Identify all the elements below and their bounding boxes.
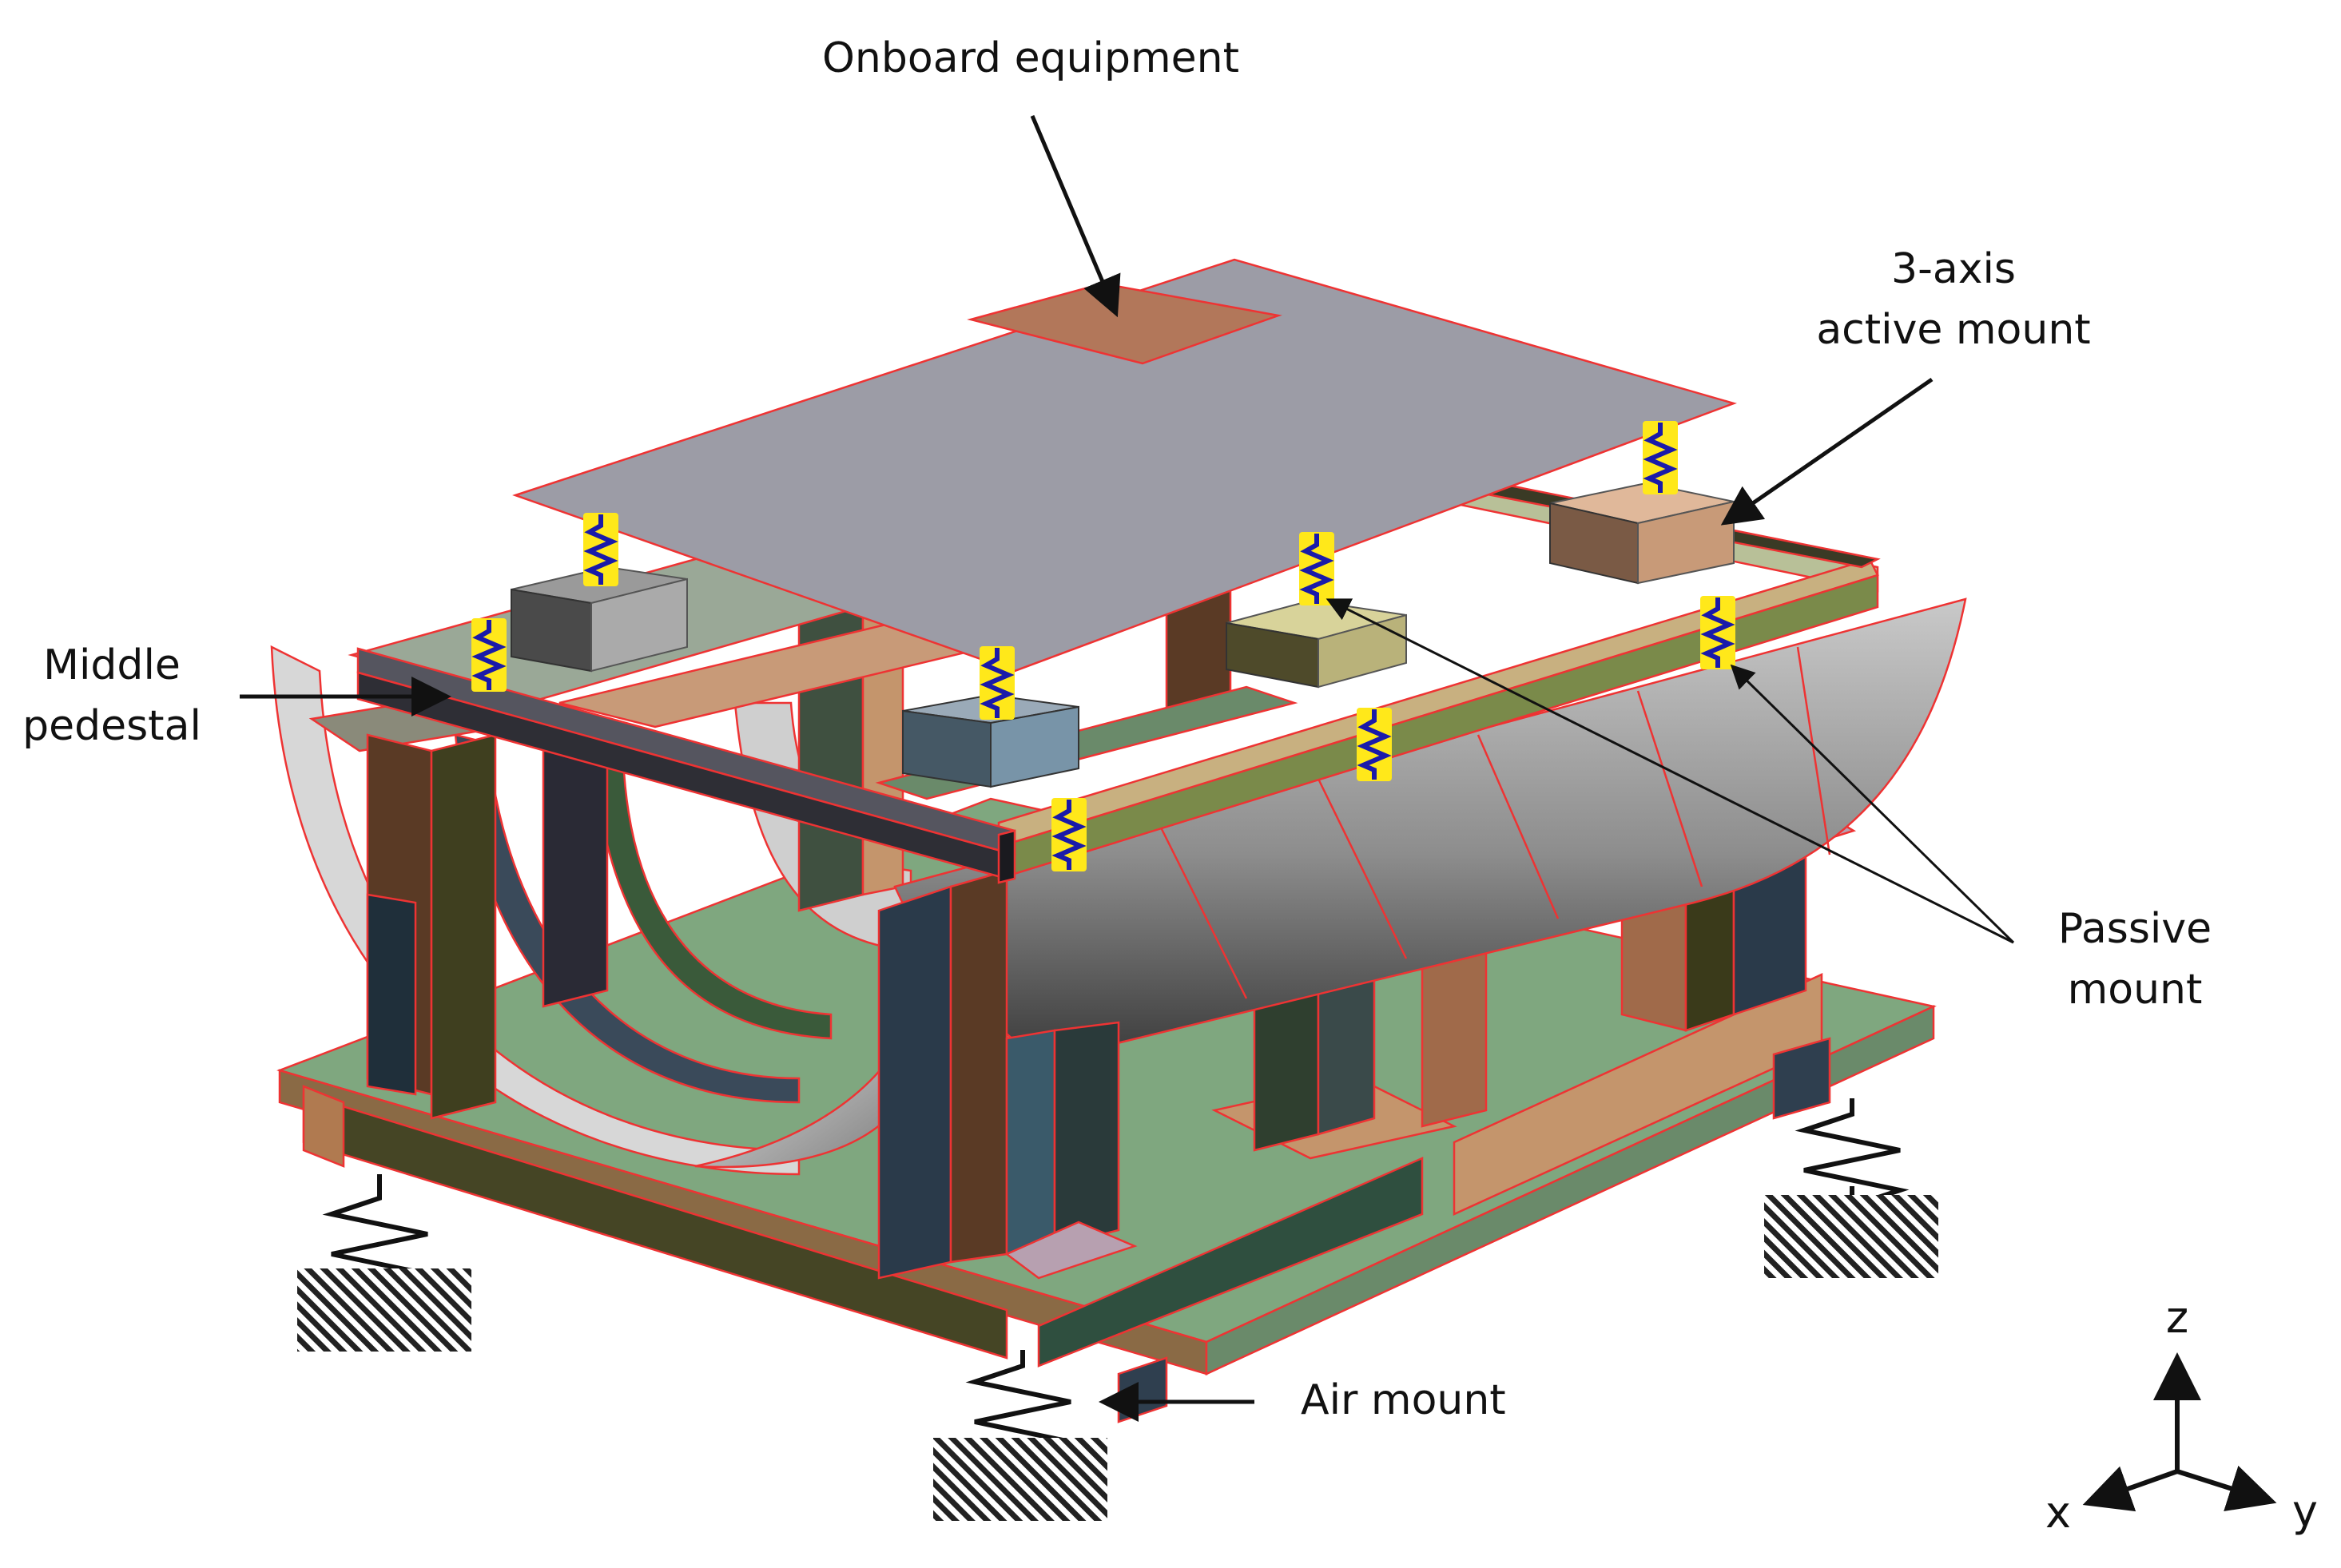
- front-hull-shell: [694, 597, 1967, 1169]
- annotation-labels: Onboard equipment 3-axis active mount Mi…: [22, 34, 2212, 1424]
- y-axis-label: y: [2292, 1486, 2318, 1536]
- annotation-arrows: [240, 115, 2015, 1422]
- front-center-pedestal: [877, 869, 1138, 1280]
- label-air-mount: Air mount: [1301, 1376, 1506, 1424]
- air-mount-left: [297, 1174, 471, 1352]
- spring-marker-icon: [1299, 532, 1334, 605]
- middle-pedestal: [356, 647, 1016, 884]
- arrow-passive-mount-2: [1730, 664, 2015, 944]
- three-axis-active-mount: [1549, 482, 1735, 585]
- spring-marker-icon: [583, 513, 618, 586]
- x-axis-arrow: [2082, 1466, 2179, 1512]
- onboard-equipment-pad: [967, 282, 1282, 365]
- z-axis-label: z: [2166, 1292, 2188, 1343]
- label-passive-line2: mount: [2068, 966, 2203, 1014]
- air-mount-right: [1764, 1098, 1938, 1278]
- front-left-pedestal: [308, 693, 609, 1120]
- label-middle-line2: pedestal: [22, 702, 201, 750]
- arrow-onboard-equipment: [1030, 115, 1121, 318]
- equipment-boxes: [511, 566, 1079, 788]
- spring-marker-icon: [1051, 798, 1087, 871]
- label-three-axis-line1: 3-axis: [1891, 245, 2016, 293]
- coordinate-axes: z x y: [2045, 1292, 2318, 1538]
- spring-marker-icon: [1357, 708, 1392, 781]
- arrow-three-axis-mount: [1720, 377, 1934, 526]
- spring-marker-icon: [1700, 596, 1735, 669]
- label-middle-line1: Middle: [43, 641, 181, 689]
- label-onboard-equipment: Onboard equipment: [822, 34, 1239, 82]
- spring-marker-icon: [471, 618, 507, 692]
- spring-icon: [1795, 1098, 1910, 1210]
- spring-marker-icon: [980, 646, 1015, 720]
- label-three-axis-line2: active mount: [1816, 306, 2090, 354]
- air-mount-center: [933, 1350, 1107, 1521]
- passive-mount: [1226, 599, 1407, 689]
- arrow-passive-mount-1: [1326, 598, 2014, 944]
- y-axis-arrow: [2176, 1465, 2277, 1512]
- label-passive-line1: Passive: [2058, 905, 2212, 953]
- spring-marker-icon: [1643, 421, 1678, 494]
- deck-plate: [512, 258, 1737, 673]
- x-axis-label: x: [2045, 1487, 2071, 1538]
